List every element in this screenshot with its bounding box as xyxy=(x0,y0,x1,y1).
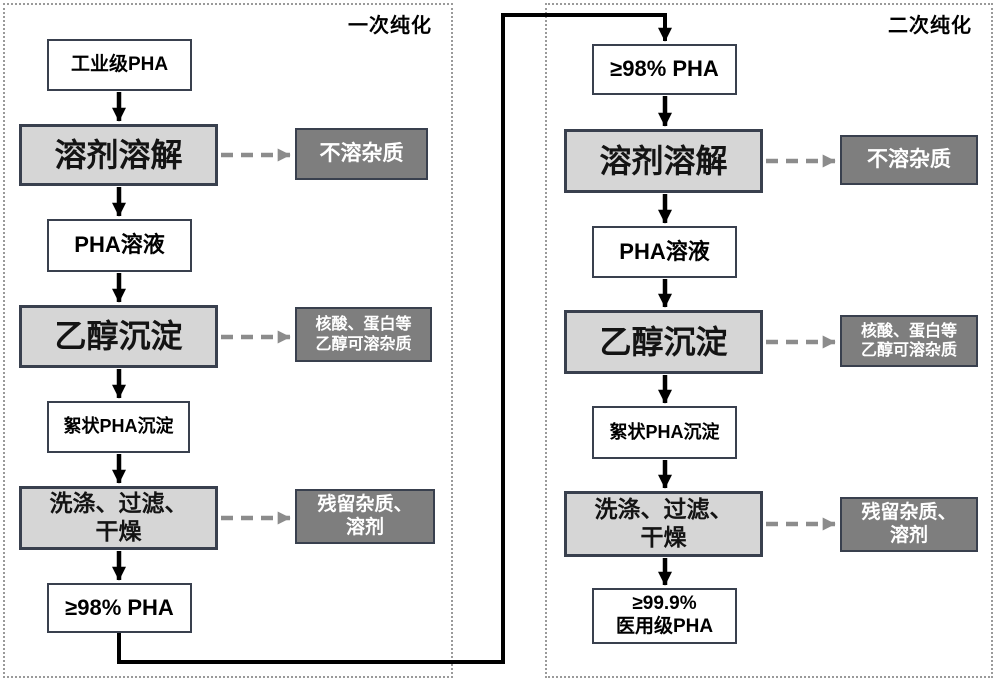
wash-line2: 干燥 xyxy=(640,524,687,550)
impurities-line2: 乙醇可溶杂质 xyxy=(860,342,957,359)
primary-residual-impurities-box: 残留杂质、 溶剂 xyxy=(295,489,435,544)
secondary-flocculent-pha-box: 絮状PHA沉淀 xyxy=(592,406,737,459)
residual-line1: 残留杂质、 xyxy=(317,493,413,515)
final-output-line1: ≥99.9% xyxy=(632,593,697,615)
secondary-purification-title: 二次纯化 xyxy=(888,15,972,37)
primary-side-arrows xyxy=(221,148,291,525)
impurities-line1: 核酸、蛋白等 xyxy=(860,322,957,340)
final-output-line2: 医用级PHA xyxy=(615,616,714,637)
secondary-solvent-dissolution-box: 溶剂溶解 xyxy=(564,129,763,193)
primary-insoluble-impurities-box: 不溶杂质 xyxy=(295,128,428,180)
primary-purification-panel xyxy=(3,3,453,678)
secondary-wash-filter-dry-box: 洗涤、过滤、 干燥 xyxy=(564,491,763,557)
primary-wash-filter-dry-box: 洗涤、过滤、 干燥 xyxy=(19,486,218,550)
secondary-insoluble-impurities-box: 不溶杂质 xyxy=(840,135,978,185)
primary-flocculent-pha-box: 絮状PHA沉淀 xyxy=(47,401,190,453)
primary-purification-title: 一次纯化 xyxy=(348,15,432,37)
wash-line1: 洗涤、过滤、 xyxy=(49,490,188,517)
secondary-purification-panel xyxy=(545,3,993,678)
impurities-line1: 核酸、蛋白等 xyxy=(315,316,412,334)
residual-line1: 残留杂质、 xyxy=(861,501,957,523)
primary-ethanol-precipitation-box: 乙醇沉淀 xyxy=(19,305,218,368)
primary-output-pha-box: ≥98% PHA xyxy=(47,583,192,633)
wash-line1: 洗涤、过滤、 xyxy=(594,496,733,523)
secondary-input-pha-box: ≥98% PHA xyxy=(592,44,737,95)
secondary-pha-solution-box: PHA溶液 xyxy=(592,226,737,278)
secondary-medical-grade-pha-box: ≥99.9% 医用级PHA xyxy=(592,588,737,644)
primary-pha-solution-box: PHA溶液 xyxy=(47,219,192,272)
secondary-residual-impurities-box: 残留杂质、 溶剂 xyxy=(840,497,978,552)
wash-line2: 干燥 xyxy=(95,518,142,544)
primary-ethanol-soluble-impurities-box: 核酸、蛋白等 乙醇可溶杂质 xyxy=(295,307,432,362)
secondary-ethanol-precipitation-box: 乙醇沉淀 xyxy=(564,310,763,374)
impurities-line2: 乙醇可溶杂质 xyxy=(315,335,412,353)
primary-solvent-dissolution-box: 溶剂溶解 xyxy=(19,124,218,186)
residual-line2: 溶剂 xyxy=(889,524,928,546)
panel-connector-arrow xyxy=(117,13,672,664)
secondary-ethanol-soluble-impurities-box: 核酸、蛋白等 乙醇可溶杂质 xyxy=(840,315,978,367)
secondary-side-arrows xyxy=(766,154,836,531)
residual-line2: 溶剂 xyxy=(345,516,384,538)
primary-industrial-pha-box: 工业级PHA xyxy=(47,39,192,91)
